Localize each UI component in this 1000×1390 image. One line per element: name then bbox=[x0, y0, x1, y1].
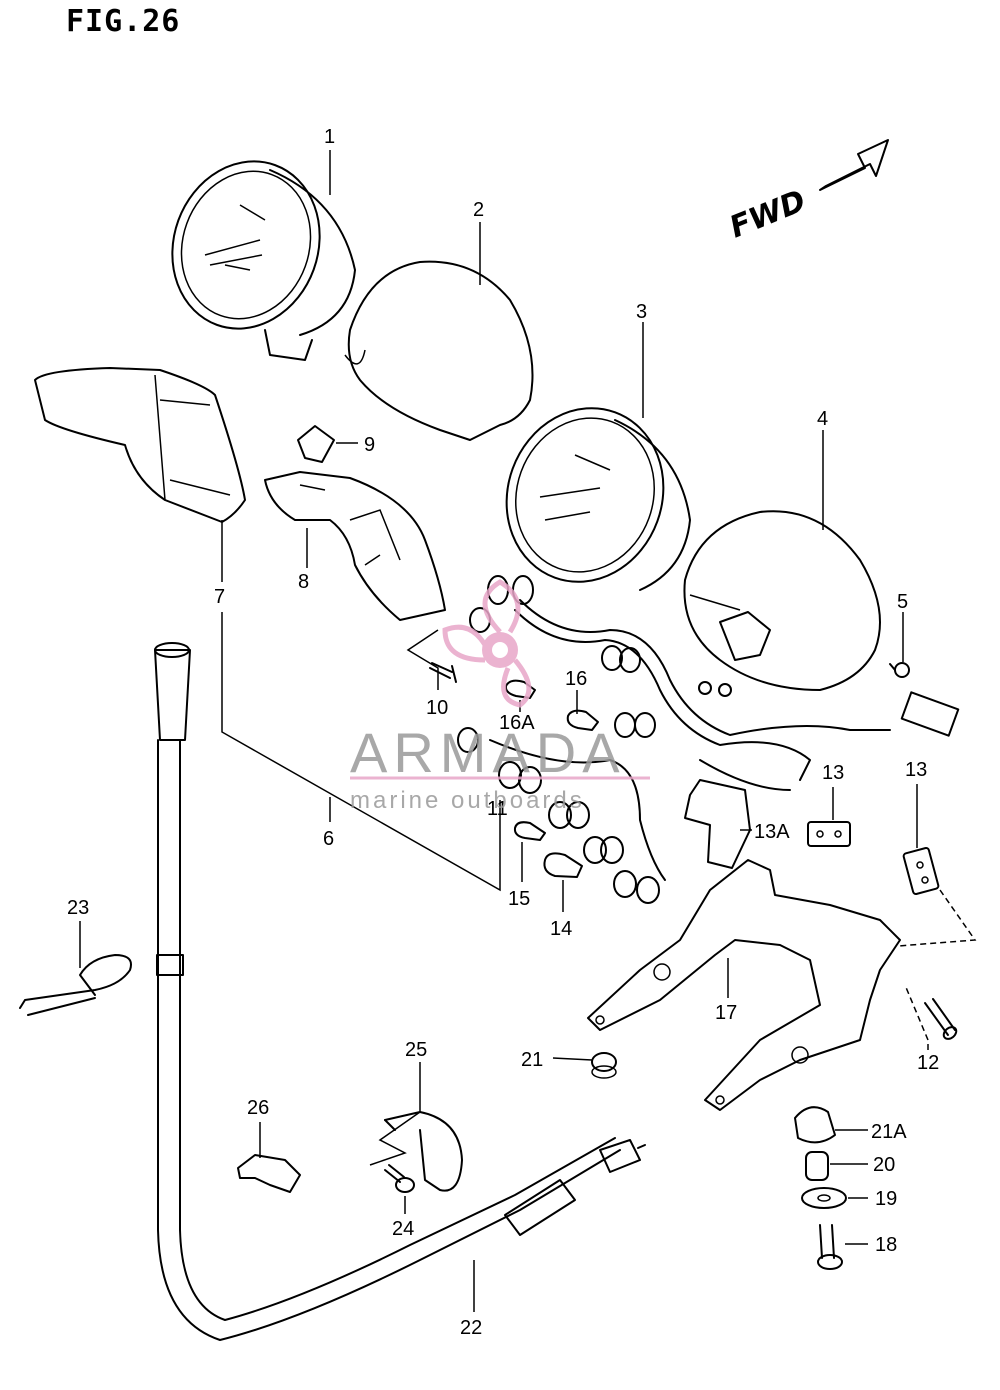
callout-26: 26 bbox=[247, 1097, 269, 1119]
figure-title: FIG.26 bbox=[66, 4, 181, 39]
part-23-cable-clamp bbox=[19, 954, 132, 1016]
callout-21: 21 bbox=[521, 1049, 543, 1071]
callout-10: 10 bbox=[426, 697, 448, 719]
part-9-indicator-lens bbox=[297, 425, 335, 463]
callout-14: 14 bbox=[550, 918, 572, 940]
part-8-meter-housing bbox=[264, 471, 446, 621]
part-10-screw bbox=[429, 662, 457, 683]
callout-12: 12 bbox=[917, 1052, 939, 1074]
callout-7: 7 bbox=[214, 586, 225, 608]
part-21-grommet bbox=[591, 1052, 617, 1079]
part-15-bulb bbox=[513, 821, 546, 841]
callout-20: 20 bbox=[873, 1154, 895, 1176]
wiring-harness-with-sockets bbox=[457, 575, 960, 904]
callout-22: 22 bbox=[460, 1317, 482, 1339]
part-12-bolt bbox=[924, 998, 958, 1040]
part-24-screw bbox=[384, 1164, 415, 1193]
watermark-tagline: marine outboards bbox=[350, 787, 585, 814]
propeller-logo-icon bbox=[442, 579, 532, 708]
callout-16A: 16A bbox=[499, 712, 535, 734]
fwd-arrow-icon bbox=[819, 139, 889, 191]
callout-19: 19 bbox=[875, 1188, 897, 1210]
callout-11: 11 bbox=[487, 798, 508, 820]
callout-15: 15 bbox=[508, 888, 530, 910]
fwd-label: FWD bbox=[725, 184, 811, 246]
callout-25: 25 bbox=[405, 1039, 427, 1061]
callout-24: 24 bbox=[392, 1218, 414, 1240]
part-18-bolt bbox=[817, 1224, 843, 1270]
part-19-washer bbox=[801, 1187, 847, 1209]
callout-17: 17 bbox=[715, 1002, 737, 1024]
callout-5: 5 bbox=[897, 591, 908, 613]
part-26-cable-clip bbox=[237, 1154, 301, 1193]
part-16A-bulb bbox=[504, 679, 536, 699]
callout-13-right: 13 bbox=[905, 759, 927, 781]
callout-1: 1 bbox=[324, 126, 335, 148]
forward-direction-indicator: FWD bbox=[725, 139, 889, 246]
part-1-tachometer bbox=[171, 160, 356, 361]
callout-4: 4 bbox=[817, 408, 828, 430]
callout-13A: 13A bbox=[754, 821, 790, 843]
callout-21A: 21A bbox=[871, 1121, 907, 1143]
callout-2: 2 bbox=[473, 199, 484, 221]
callout-16: 16 bbox=[565, 668, 587, 690]
part-3-speedometer bbox=[505, 407, 691, 591]
part-7-meter-cover bbox=[34, 367, 246, 523]
part-20-collar bbox=[805, 1151, 829, 1181]
callout-labels: 1 2 3 4 5 6 7 8 9 10 11 12 13 13 13A 14 … bbox=[67, 126, 939, 1339]
callout-3: 3 bbox=[636, 301, 647, 323]
part-14-bulb bbox=[543, 852, 583, 878]
callout-8: 8 bbox=[298, 571, 309, 593]
part-5-screw bbox=[889, 662, 910, 678]
part-22-speedometer-cable bbox=[154, 642, 646, 1341]
part-4-speedometer-case bbox=[683, 510, 881, 691]
part-2-tachometer-case bbox=[344, 260, 534, 441]
callout-6: 6 bbox=[323, 828, 334, 850]
part-13-cushion-b bbox=[902, 847, 940, 895]
leader-lines bbox=[79, 150, 977, 1312]
callout-18: 18 bbox=[875, 1234, 897, 1256]
part-13A-plate bbox=[684, 779, 751, 869]
callout-13-upper: 13 bbox=[822, 762, 844, 784]
part-13-cushion-a bbox=[807, 821, 851, 847]
part-17-meter-bracket bbox=[587, 859, 901, 1111]
callout-9: 9 bbox=[364, 434, 375, 456]
part-25-cable-guide bbox=[384, 1111, 463, 1192]
callout-23: 23 bbox=[67, 897, 89, 919]
watermark-brand: ARMADA bbox=[350, 721, 626, 784]
armada-watermark: ARMADA marine outboards bbox=[350, 579, 650, 814]
part-21A-grommet bbox=[794, 1106, 836, 1144]
part-16-bulb bbox=[566, 709, 599, 731]
